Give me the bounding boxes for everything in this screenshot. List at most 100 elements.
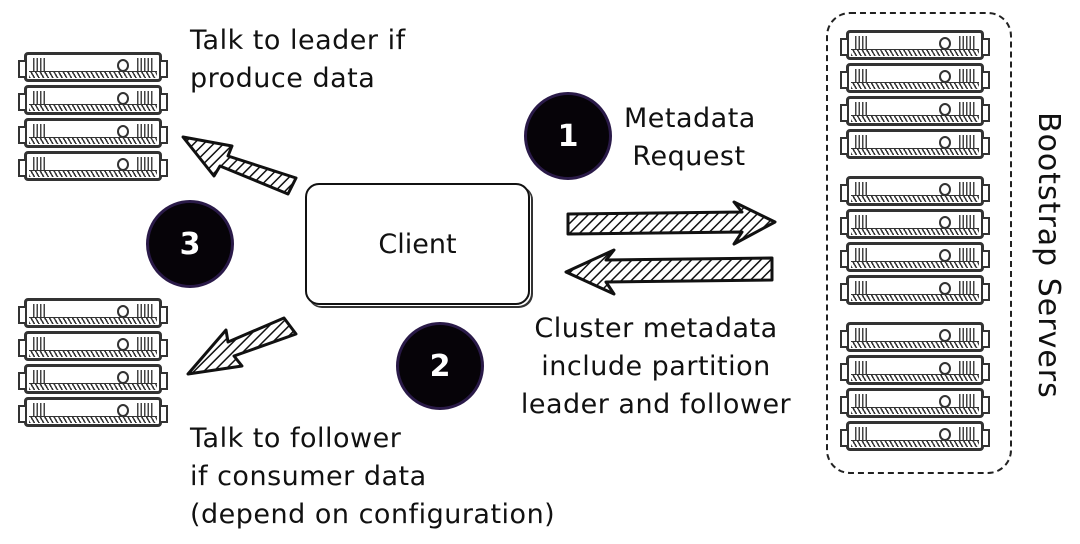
hatch-shading: [29, 350, 157, 357]
server-unit: [18, 298, 168, 328]
follower-note: Talk to follower if consumer data (depen…: [190, 420, 555, 534]
cluster-metadata-line: leader and follower: [520, 389, 792, 420]
to-leader-arrow: [181, 135, 298, 196]
bootstrap-servers-label: Bootstrap Servers: [1031, 112, 1066, 399]
vent-icon: [33, 370, 47, 384]
step-2-badge: 2: [396, 322, 484, 410]
vent-icon: [959, 182, 975, 196]
vent-icon: [855, 427, 869, 441]
vent-icon: [137, 124, 153, 138]
hatch-shading: [851, 407, 979, 414]
server-unit: [840, 355, 990, 385]
hatch-shading: [851, 228, 979, 235]
vent-icon: [855, 36, 869, 50]
hatch-shading: [29, 170, 157, 177]
bootstrap-servers-group: [826, 12, 1012, 474]
vent-icon: [33, 337, 47, 351]
vent-icon: [33, 157, 47, 171]
vent-icon: [137, 58, 153, 72]
server-unit: [840, 388, 990, 418]
cluster-metadata-line: include partition: [541, 351, 771, 382]
vent-icon: [855, 69, 869, 83]
to-follower-arrow: [186, 316, 298, 376]
hatch-shading: [29, 71, 157, 78]
metadata-request-line: Request: [632, 141, 746, 172]
server-unit: [840, 275, 990, 305]
metadata-request-label: Metadata Request: [624, 100, 756, 176]
bootstrap-server-rack: [840, 30, 990, 162]
client-node: Client: [305, 183, 530, 305]
vent-icon: [137, 157, 153, 171]
server-unit: [840, 421, 990, 451]
vent-icon: [855, 215, 869, 229]
vent-icon: [959, 427, 975, 441]
vent-icon: [855, 281, 869, 295]
server-unit: [18, 364, 168, 394]
metadata-request-line: Metadata: [624, 103, 756, 134]
step-1-badge: 1: [524, 92, 612, 180]
hatch-shading: [29, 104, 157, 111]
hatch-shading: [851, 294, 979, 301]
vent-icon: [137, 337, 153, 351]
server-unit: [840, 96, 990, 126]
vent-icon: [959, 135, 975, 149]
server-unit: [840, 129, 990, 159]
server-unit: [840, 242, 990, 272]
hatch-shading: [851, 115, 979, 122]
vent-icon: [33, 58, 47, 72]
vent-icon: [33, 91, 47, 105]
vent-icon: [855, 361, 869, 375]
vent-icon: [959, 281, 975, 295]
hatch-shading: [851, 195, 979, 202]
hatch-shading: [851, 148, 979, 155]
vent-icon: [33, 304, 47, 318]
step-1-number: 1: [557, 118, 579, 154]
server-unit: [18, 118, 168, 148]
server-unit: [840, 30, 990, 60]
hatch-shading: [851, 82, 979, 89]
server-unit: [840, 176, 990, 206]
step-3-number: 3: [179, 226, 201, 262]
vent-icon: [959, 215, 975, 229]
hatch-shading: [851, 49, 979, 56]
bootstrap-server-rack: [840, 322, 990, 454]
hatch-shading: [29, 137, 157, 144]
server-unit: [18, 151, 168, 181]
leader-note-line: produce data: [190, 63, 376, 94]
vent-icon: [33, 403, 47, 417]
server-unit: [18, 52, 168, 82]
step-2-number: 2: [429, 348, 451, 384]
follower-note-line: Talk to follower: [190, 423, 402, 454]
vent-icon: [855, 248, 869, 262]
client-label: Client: [378, 228, 457, 260]
vent-icon: [959, 36, 975, 50]
hatch-shading: [851, 261, 979, 268]
follower-server-rack: [18, 298, 168, 430]
vent-icon: [855, 135, 869, 149]
hatch-shading: [851, 374, 979, 381]
follower-note-line: (depend on configuration): [190, 499, 556, 530]
vent-icon: [959, 102, 975, 116]
cluster-metadata-response-arrow: [564, 248, 774, 296]
server-unit: [18, 85, 168, 115]
server-unit: [18, 397, 168, 427]
vent-icon: [855, 102, 869, 116]
server-unit: [840, 63, 990, 93]
bootstrap-server-rack: [840, 176, 990, 308]
server-unit: [840, 209, 990, 239]
vent-icon: [33, 124, 47, 138]
vent-icon: [959, 248, 975, 262]
hatch-shading: [851, 440, 979, 447]
vent-icon: [855, 328, 869, 342]
vent-icon: [959, 394, 975, 408]
vent-icon: [855, 182, 869, 196]
server-unit: [840, 322, 990, 352]
vent-icon: [959, 361, 975, 375]
vent-icon: [137, 304, 153, 318]
cluster-metadata-label: Cluster metadata include partition leade…: [506, 310, 806, 424]
hatch-shading: [29, 416, 157, 423]
cluster-metadata-line: Cluster metadata: [534, 313, 778, 344]
vent-icon: [855, 394, 869, 408]
hatch-shading: [29, 383, 157, 390]
